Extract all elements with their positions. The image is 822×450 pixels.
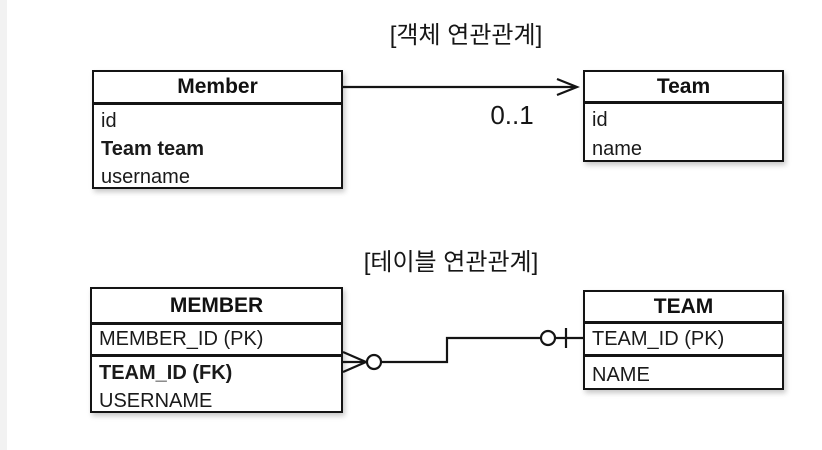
team-table-box: TEAM TEAM_ID (PK) NAME xyxy=(583,290,784,390)
multiplicity-label: 0..1 xyxy=(490,100,534,130)
member-table-username: USERNAME xyxy=(99,390,213,412)
member-table-box: MEMBER MEMBER_ID (PK) TEAM_ID (FK) USERN… xyxy=(90,287,343,413)
member-table-pk: MEMBER_ID (PK) xyxy=(92,325,341,357)
zero-circle-icon xyxy=(539,329,557,347)
frame-edge xyxy=(0,0,7,450)
member-field-team: Team team xyxy=(101,138,205,160)
connector-line xyxy=(381,336,541,364)
team-field-name: name xyxy=(592,138,643,160)
open-arrowhead-icon xyxy=(556,77,580,97)
team-table-fields: NAME xyxy=(585,357,782,392)
member-field-id: id xyxy=(101,110,117,132)
team-table-title: TEAM xyxy=(585,292,782,324)
team-field-id: id xyxy=(592,109,608,131)
zero-circle-icon xyxy=(365,353,383,371)
team-class-fields: id name xyxy=(585,104,782,164)
team-class-box: Team id name xyxy=(583,70,784,162)
crows-foot-icon xyxy=(342,350,367,374)
table-relationship-connector xyxy=(342,328,583,374)
object-association-arrow xyxy=(343,77,580,97)
member-class-title: Member xyxy=(94,72,341,105)
member-field-username: username xyxy=(101,166,190,188)
team-table-name: NAME xyxy=(592,364,650,386)
team-table-pk: TEAM_ID (PK) xyxy=(585,324,782,357)
member-table-fk: TEAM_ID (FK) xyxy=(99,362,233,384)
member-table-fields: TEAM_ID (FK) USERNAME xyxy=(92,357,341,415)
member-class-fields: id Team team username xyxy=(94,105,341,191)
team-class-title: Team xyxy=(585,72,782,104)
object-association-title: [객체 연관관계] xyxy=(389,22,543,49)
table-association-title: [테이블 연관관계] xyxy=(363,249,539,276)
member-class-box: Member id Team team username xyxy=(92,70,343,189)
member-table-title: MEMBER xyxy=(92,289,341,325)
